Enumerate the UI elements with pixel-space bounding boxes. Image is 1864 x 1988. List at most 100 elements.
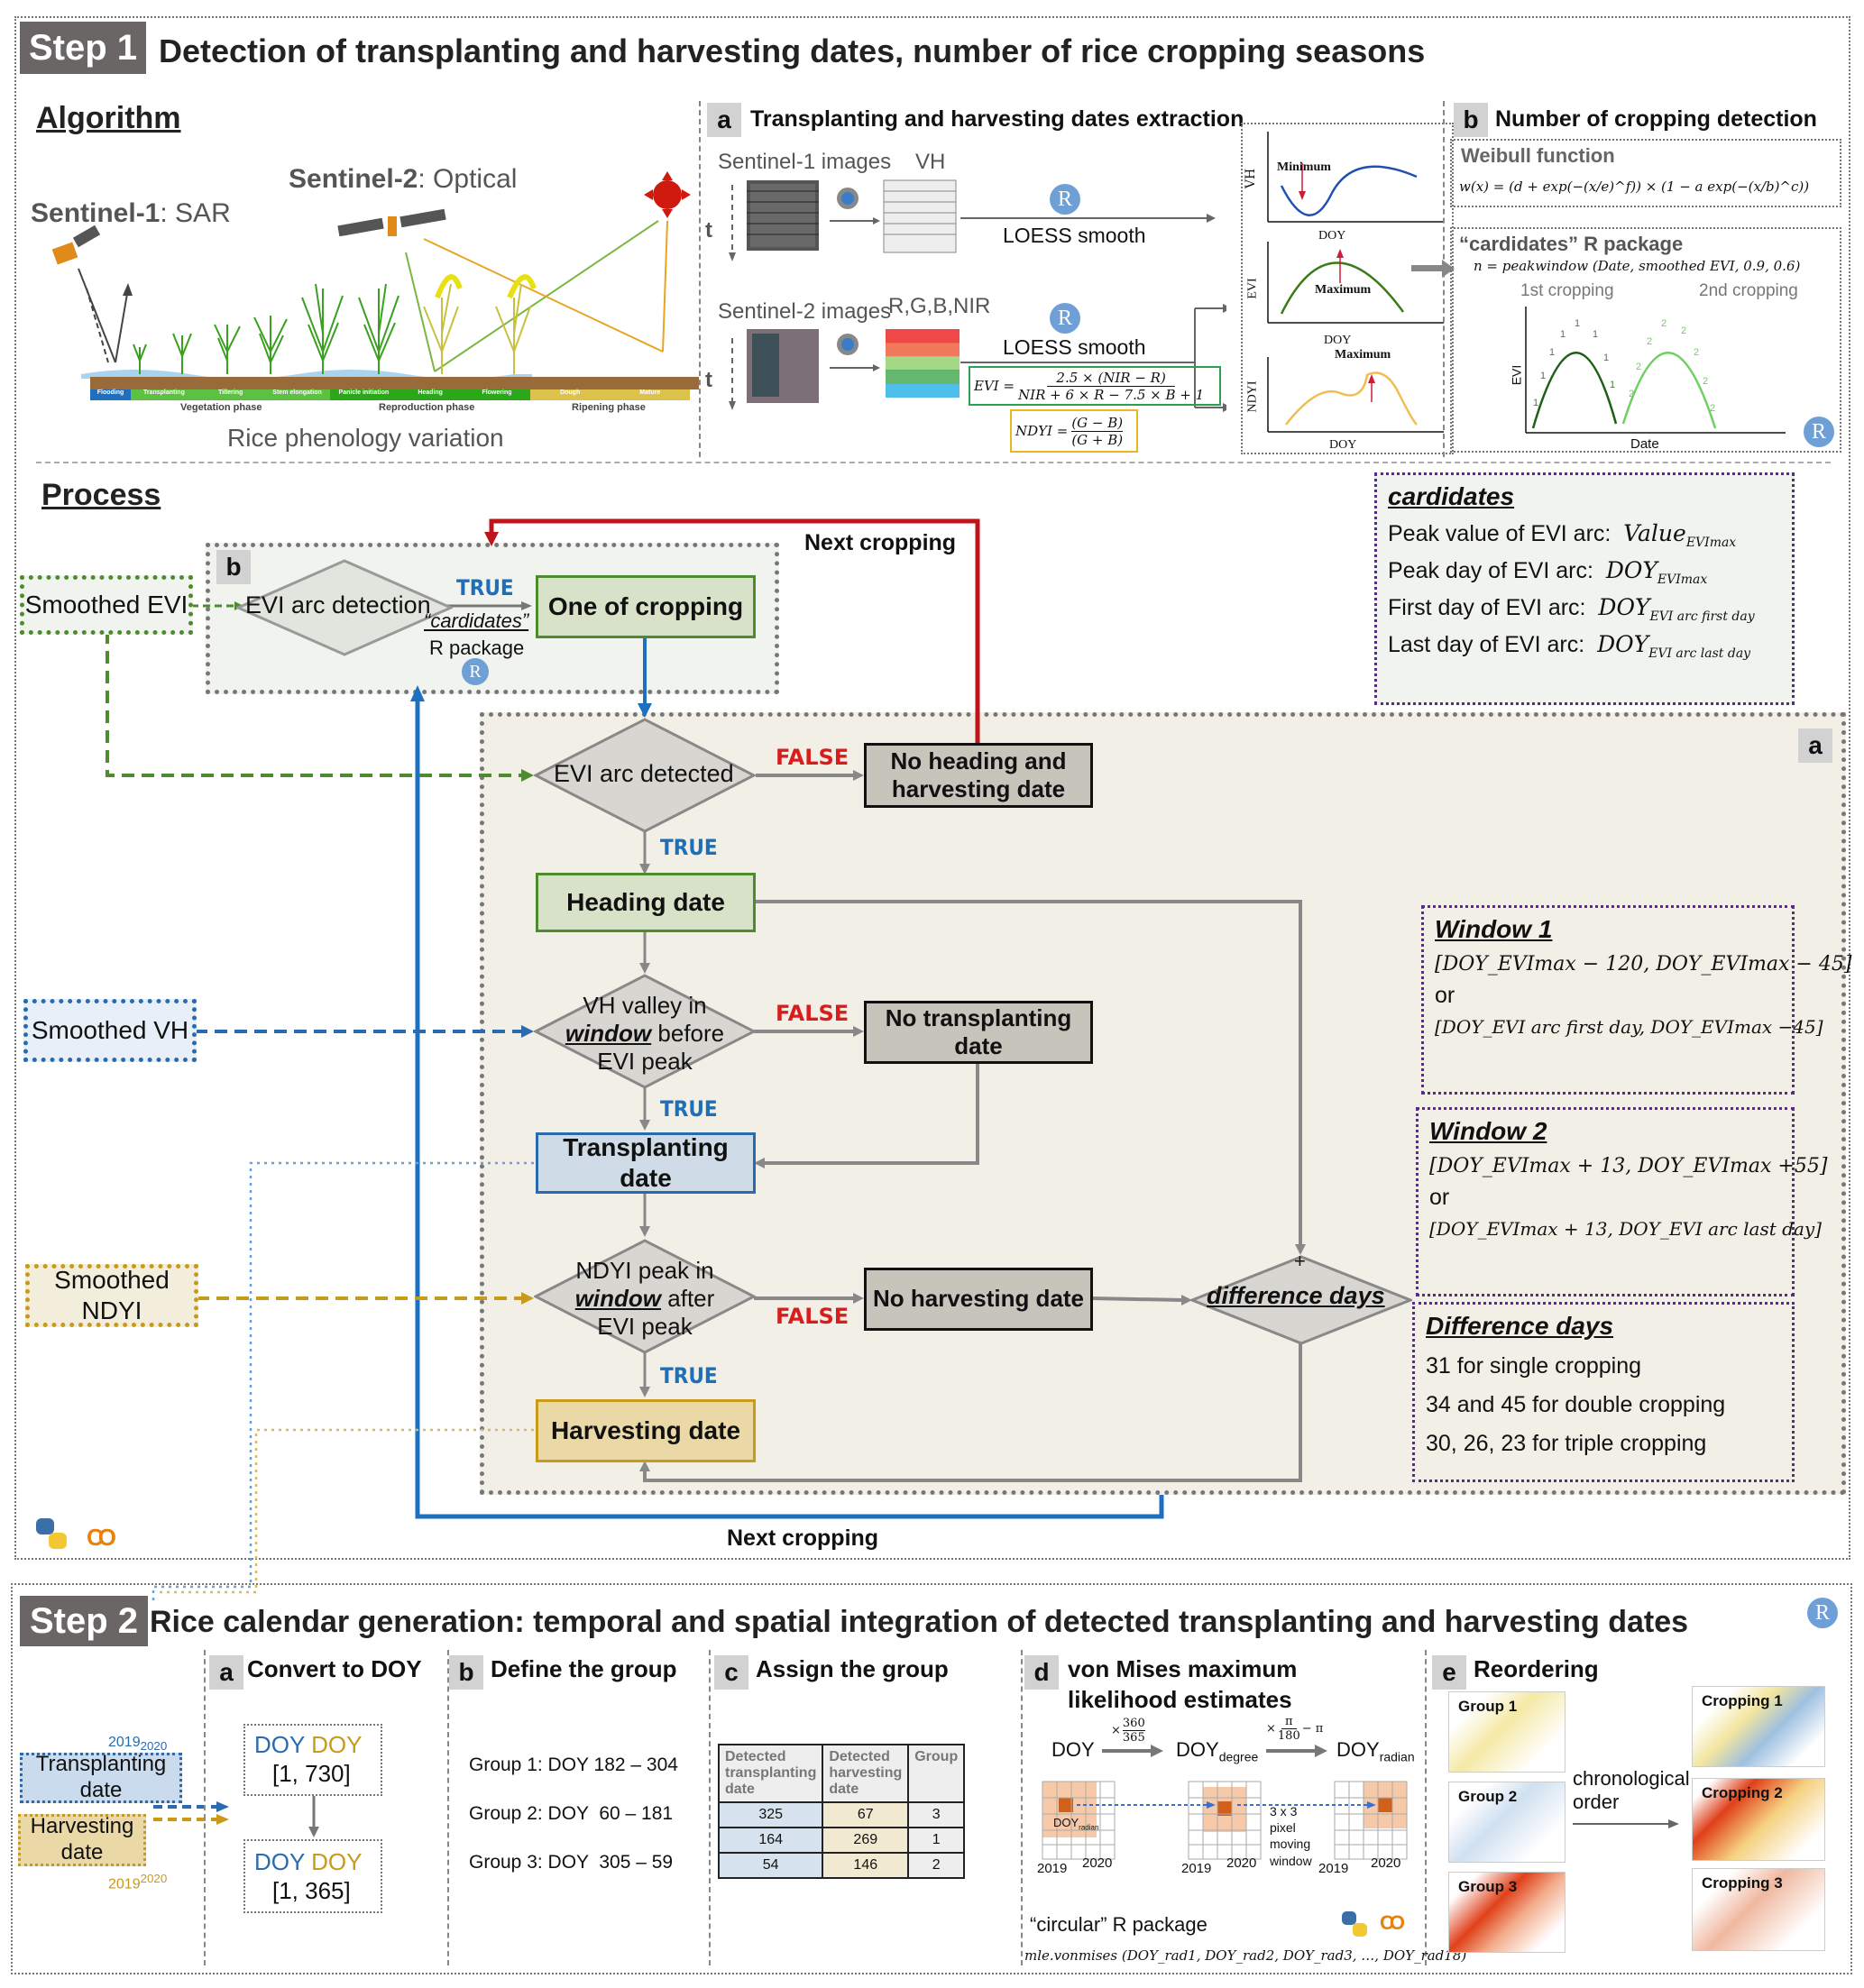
phase-ripening: Ripening phase bbox=[572, 402, 646, 413]
vh-valley-label: VH valley in window before EVI peak bbox=[541, 992, 748, 1076]
doy-gold: DOY bbox=[311, 1848, 363, 1875]
phase-reproduction: Reproduction phase bbox=[379, 402, 475, 413]
table-row: 164 269 1 bbox=[717, 1827, 966, 1854]
doy-blue: DOY bbox=[254, 1731, 305, 1758]
transplanting-years: 20192020 bbox=[108, 1735, 167, 1753]
evi-chart-ylabel: EVI bbox=[1245, 278, 1260, 299]
satellite-sar-icon bbox=[51, 224, 101, 265]
one-of-cropping-node[interactable]: One of cropping bbox=[536, 575, 756, 638]
cardidates-info-box: cardidates Peak value of EVI arc: ValueE… bbox=[1374, 472, 1795, 705]
cropping-chart-ylabel: EVI bbox=[1509, 364, 1524, 386]
no-harvesting-node[interactable]: No harvesting date bbox=[864, 1268, 1093, 1331]
window2-line2: [DOY_EVImax + 13, DOY_EVI arc last day] bbox=[1429, 1218, 1822, 1240]
svg-text:1: 1 bbox=[1549, 347, 1555, 358]
header-group: Group bbox=[907, 1744, 966, 1803]
grid-doy-radian-label: DOYradian bbox=[1053, 1816, 1098, 1832]
vh-valley-diamond bbox=[534, 974, 756, 1089]
transplanting-date-node[interactable]: Transplanting date bbox=[536, 1132, 756, 1194]
smoothed-vh-box[interactable]: Smoothed VH bbox=[23, 999, 197, 1062]
harvesting-date-node[interactable]: Harvesting date bbox=[536, 1399, 756, 1462]
evi-arc-detected-diamond bbox=[534, 718, 756, 833]
no-heading-node[interactable]: No heading and harvesting date bbox=[864, 743, 1093, 808]
year-2019: 2019 bbox=[108, 1735, 141, 1750]
svg-text:1: 1 bbox=[1603, 353, 1609, 363]
cell-transplanting: 54 bbox=[717, 1852, 824, 1879]
phenology-caption: Rice phenology variation bbox=[227, 424, 504, 452]
loess-smooth-1: LOESS smooth bbox=[1003, 224, 1146, 247]
ndyi-peak-text-3: EVI peak bbox=[597, 1313, 693, 1341]
grid-year-a-3: 2019 bbox=[1318, 1861, 1349, 1876]
doy-365-box bbox=[243, 1839, 382, 1913]
step1-title: Detection of transplanting and harvestin… bbox=[159, 32, 1426, 69]
cardidates-row-expr: DOY bbox=[1598, 594, 1650, 620]
phenology-stage-bar: Flooding Transplanting Tillering Stem el… bbox=[90, 389, 691, 400]
to-panel-b-arrow bbox=[1411, 260, 1455, 278]
table-header-row: Detected transplanting date Detected har… bbox=[717, 1744, 966, 1803]
year-2020: 2020 bbox=[140, 1739, 168, 1754]
weibull-title: Weibull function bbox=[1461, 144, 1615, 167]
factor1-num: 360 bbox=[1122, 1717, 1145, 1731]
stage-dough: Dough bbox=[529, 389, 611, 400]
assign-group-table: Detected transplanting date Detected har… bbox=[717, 1744, 966, 1879]
rice-plants bbox=[133, 283, 399, 374]
svg-text:2: 2 bbox=[1703, 376, 1708, 387]
doy-degree-base: DOY bbox=[1176, 1738, 1219, 1761]
r-logo-icon: R bbox=[1050, 303, 1080, 334]
map-cropping-3: Cropping 3 bbox=[1692, 1868, 1825, 1951]
map-group-1: Group 1 bbox=[1448, 1691, 1566, 1773]
heading-date-node[interactable]: Heading date bbox=[536, 873, 756, 932]
evi-arc-detection-label: EVI arc detection bbox=[245, 591, 431, 618]
doy-blue: DOY bbox=[254, 1848, 305, 1875]
svg-text:2: 2 bbox=[1661, 318, 1667, 329]
group-2-def: Group 2: DOY 60 – 181 bbox=[469, 1803, 674, 1824]
step2-panel-e-letter: e bbox=[1432, 1655, 1466, 1690]
index-charts bbox=[1267, 132, 1444, 433]
s2-stack-icon bbox=[729, 329, 819, 410]
s1-stack-icon bbox=[729, 180, 819, 261]
difference-plus-sign: + bbox=[1294, 1250, 1306, 1272]
cardidates-row: Peak day of EVI arc: DOYEVImax bbox=[1388, 557, 1781, 587]
transplanting-input-box[interactable]: Transplanting date bbox=[20, 1752, 182, 1803]
step2-sep-2 bbox=[447, 1650, 449, 1965]
chronological-arrow bbox=[1573, 1819, 1679, 1828]
ndyi-denominator: (G + B) bbox=[1071, 431, 1124, 448]
stage-heading: Heading bbox=[397, 389, 464, 400]
r-logo-icon: R bbox=[1050, 184, 1080, 215]
s2-bands-label: R,G,B,NIR bbox=[888, 294, 991, 318]
stage-mature: Mature bbox=[610, 389, 691, 400]
true-label: TRUE bbox=[660, 1096, 718, 1122]
vh-valley-text-3: EVI peak bbox=[597, 1048, 693, 1076]
evi-numerator: 2.5 × (NIR − R) bbox=[1047, 370, 1175, 387]
svg-text:2: 2 bbox=[1636, 362, 1641, 372]
evi-chart-xlabel: DOY bbox=[1324, 334, 1352, 347]
step1-tag: Step 1 bbox=[20, 22, 146, 74]
header-harvesting: Detected harvesting date bbox=[822, 1744, 910, 1803]
smoothed-ndyi-box[interactable]: Smoothed NDYI bbox=[25, 1264, 198, 1327]
factor2-tail: − π bbox=[1301, 1722, 1324, 1736]
window1-or: or bbox=[1435, 983, 1455, 1008]
group-1-def: Group 1: DOY 182 – 304 bbox=[469, 1754, 678, 1775]
smoothed-evi-box[interactable]: Smoothed EVI bbox=[20, 575, 193, 635]
r-logo-icon: R bbox=[1804, 417, 1834, 447]
harvesting-input-box[interactable]: Harvesting date bbox=[18, 1814, 146, 1866]
phenology-illustration bbox=[51, 171, 699, 389]
ndyi-chart-note: Maximum bbox=[1335, 348, 1391, 362]
doy-radian-label: DOYradian bbox=[1336, 1738, 1415, 1764]
doy-to-degree-arrow bbox=[1102, 1745, 1163, 1757]
cell-group: 2 bbox=[907, 1852, 966, 1879]
cell-group: 3 bbox=[907, 1801, 966, 1828]
first-cropping-curve bbox=[1531, 352, 1618, 429]
cell-transplanting: 164 bbox=[717, 1827, 824, 1854]
window1-box: Window 1 [DOY_EVImax − 120, DOY_EVImax −… bbox=[1421, 905, 1851, 1095]
grid-2019-2020-b bbox=[1188, 1781, 1262, 1860]
group-3-def: Group 3: DOY 305 – 59 bbox=[469, 1852, 674, 1873]
ndyi-chart-ylabel: NDYI bbox=[1245, 380, 1260, 413]
map-cropping-2-label: Cropping 2 bbox=[1702, 1784, 1783, 1801]
step2-tag: Step 2 bbox=[20, 1596, 148, 1646]
sentinel2-name: Sentinel-2 bbox=[289, 164, 418, 194]
circular-package-label: “circular” R package bbox=[1030, 1913, 1207, 1936]
no-transplanting-node[interactable]: No transplanting date bbox=[864, 1001, 1093, 1064]
step1-frame bbox=[14, 16, 1850, 1560]
evi-arc-detected-label: EVI arc detected bbox=[554, 760, 734, 787]
step2-frame bbox=[11, 1583, 1852, 1974]
